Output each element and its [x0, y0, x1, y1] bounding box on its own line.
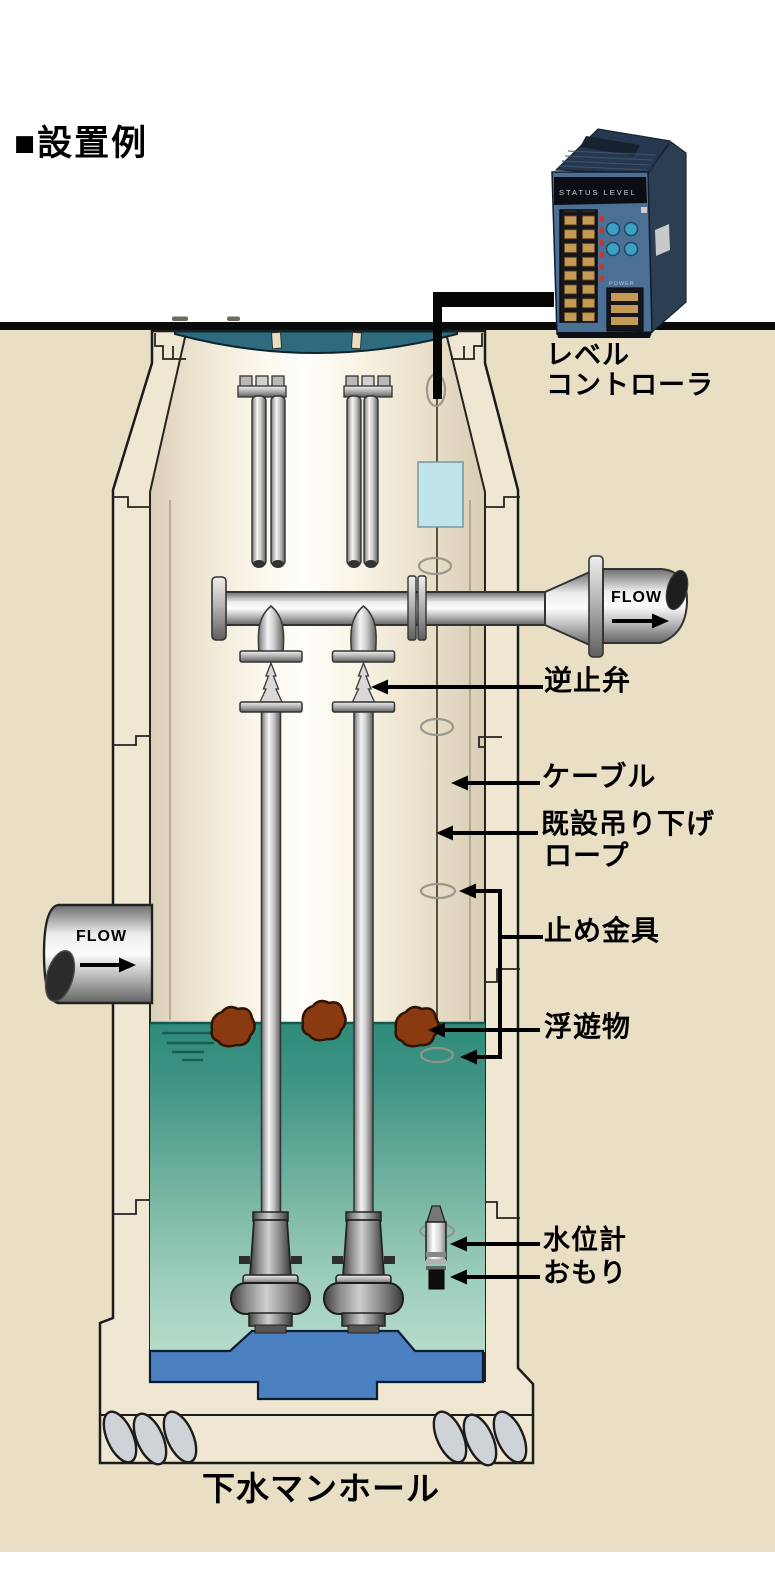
flow-in-arrow	[80, 957, 136, 973]
pump-body	[230, 1282, 311, 1315]
water-ripples	[162, 1031, 214, 1062]
guide-rails-right	[343, 375, 393, 568]
pipe-flange	[407, 575, 417, 641]
cable-label: ケーブル	[542, 761, 657, 792]
guide-rail	[346, 395, 362, 567]
controller-label-line2: コントローラ	[546, 370, 714, 400]
cable-arrow	[451, 775, 540, 791]
pipe-opening	[665, 569, 689, 611]
rail-bracket	[343, 385, 393, 398]
controller-display-band	[554, 177, 647, 205]
pipe-flange	[417, 575, 427, 641]
flow-out-label: FLOW	[611, 589, 663, 606]
riser-pipe	[353, 711, 374, 1215]
riser-pipe	[260, 711, 282, 1215]
wall-joints	[113, 496, 520, 1219]
check-valve-assembly-left	[239, 605, 303, 1215]
sewage-water	[150, 1021, 485, 1352]
floating-matter-arrow	[428, 1022, 540, 1038]
valve-dome	[350, 605, 377, 653]
inlet-pipe	[42, 903, 154, 1005]
controller-cable	[433, 292, 554, 399]
valve-flange	[331, 650, 396, 663]
shaft-interior	[150, 492, 485, 1023]
controller-buttons	[605, 221, 639, 257]
manhole-caption: 下水マンホール	[202, 1470, 440, 1507]
status-leds	[600, 216, 604, 282]
discharge-header	[211, 555, 689, 658]
cover-gap	[270, 331, 283, 350]
submersible-pump-right	[323, 1211, 404, 1334]
weight-label: おもり	[543, 1258, 627, 1288]
terminal-block	[559, 209, 598, 323]
pipe-opening	[44, 950, 76, 1002]
page-title: ■設置例	[14, 124, 149, 163]
outlet-pipe	[602, 568, 689, 644]
valve-flange	[331, 701, 396, 713]
sensor-weight	[428, 1269, 445, 1290]
controller-panel-text: STATUS LEVEL	[559, 188, 637, 197]
ground-surface-line	[0, 322, 775, 330]
annotation-arrows	[80, 613, 669, 1285]
cover-gap	[350, 331, 363, 350]
level-controller-device: STATUS LEVEL POWER	[551, 128, 687, 338]
pipe-flange	[211, 576, 227, 641]
power-label: POWER	[609, 281, 635, 287]
rope-label-line1: 既設吊り下げ	[541, 808, 716, 839]
junction-box	[417, 461, 464, 528]
guide-rail	[270, 395, 286, 567]
check-valve-arrow	[371, 679, 543, 695]
guide-rail	[363, 395, 379, 567]
guide-rails-left	[237, 375, 287, 568]
submersible-pump-left	[230, 1211, 311, 1334]
shaft-interior-neck	[150, 333, 485, 492]
guide-rail	[251, 395, 267, 567]
flow-out-arrow	[612, 613, 669, 629]
cover-frame-details	[154, 333, 483, 360]
pump-body	[323, 1282, 404, 1315]
sump-base	[148, 1329, 485, 1401]
pipe-flange	[588, 555, 604, 658]
check-valve-label: 逆止弁	[544, 665, 632, 696]
water-level-sensor	[425, 1205, 447, 1290]
valve-flange	[239, 650, 303, 663]
clamp-label: 止め金具	[544, 915, 661, 946]
pump-neck	[342, 1219, 385, 1277]
sensor-arrow	[450, 1236, 540, 1252]
ground-debris	[227, 316, 240, 321]
side-label-sticker	[655, 224, 670, 256]
valve-dome	[257, 605, 285, 653]
weight-arrow	[450, 1269, 540, 1285]
valve-flange	[239, 701, 303, 713]
floating-matter-blobs	[210, 999, 440, 1048]
rope-arrow	[436, 825, 538, 841]
flow-in-label: FLOW	[76, 928, 128, 945]
rope-label-line2: ロープ	[544, 840, 630, 871]
water-level-sensor-label: 水位計	[543, 1225, 627, 1255]
controller-label-line1: レベル	[546, 340, 630, 370]
ground-debris	[172, 316, 188, 321]
pump-neck	[249, 1219, 292, 1277]
gravel-stones	[102, 1410, 528, 1467]
manhole-cover	[174, 330, 458, 354]
floating-matter-label: 浮遊物	[544, 1011, 632, 1042]
